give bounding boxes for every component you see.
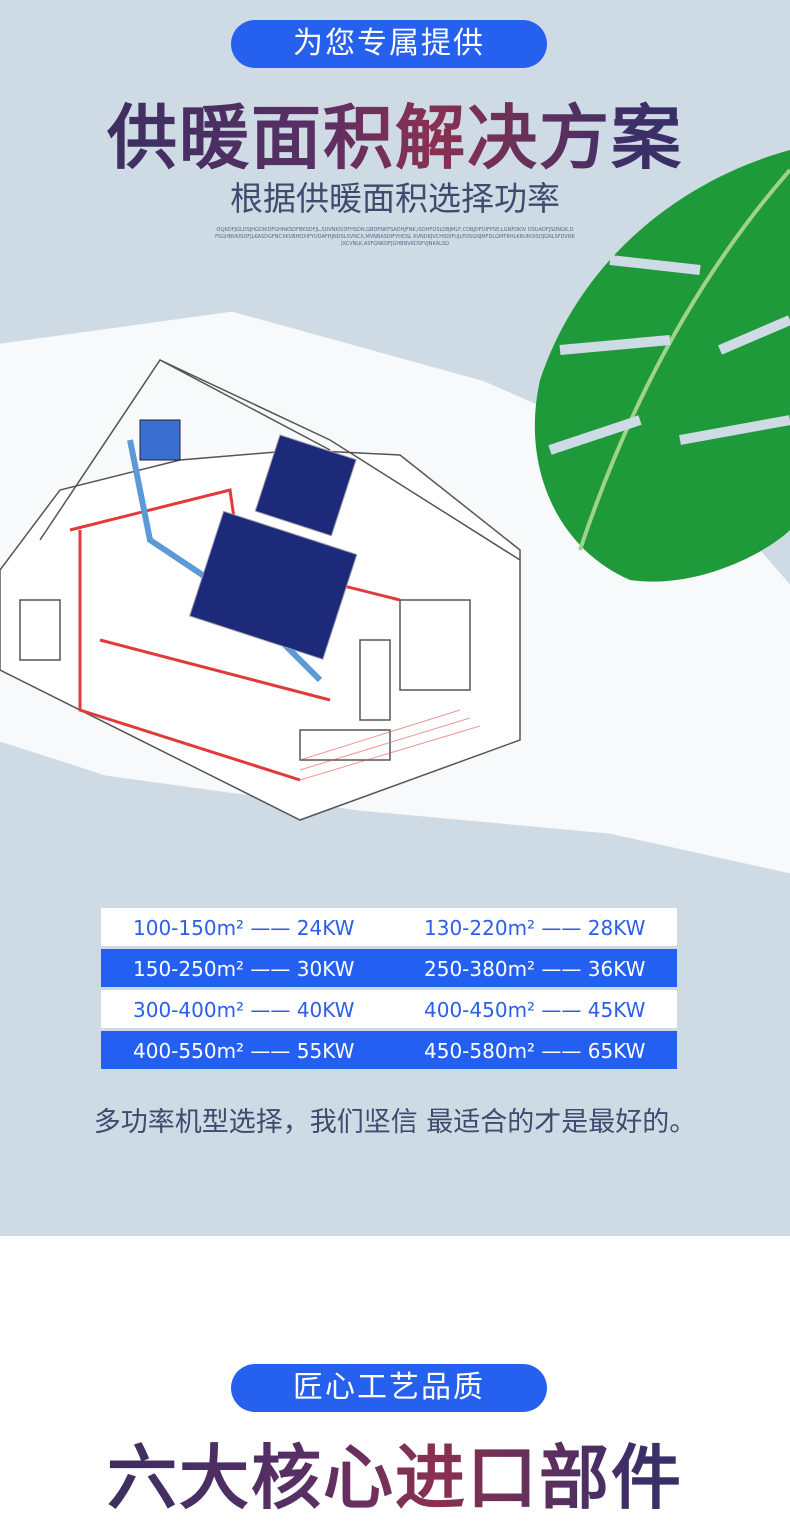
fine-print: OLJKDFJGLDSJHGOIKDFGHNKSDFBKSDFJL,SDVNKI… bbox=[215, 227, 575, 247]
section-title: 供暖面积解决方案 bbox=[0, 82, 790, 183]
solar-panel bbox=[189, 434, 358, 660]
table-cell: 300-400m² —— 40KW bbox=[133, 998, 355, 1022]
heating-area-section: 为您专属提供 供暖面积解决方案 根据供暖面积选择功率 OLJKDFJGLDSJH… bbox=[0, 0, 790, 1236]
section-note: 多功率机型选择，我们坚信 最适合的才是最好的。 bbox=[93, 1107, 697, 1138]
power-selection-table: 100-150m² —— 24KW 130-220m² —— 28KW 150-… bbox=[101, 908, 677, 1072]
house-heating-illustration bbox=[0, 359, 521, 821]
section2-badge: 匠心工艺品质 bbox=[231, 1364, 547, 1412]
table-cell: 400-450m² —— 45KW bbox=[424, 998, 646, 1022]
table-row: 100-150m² —— 24KW 130-220m² —— 28KW bbox=[101, 908, 677, 946]
table-cell: 130-220m² —— 28KW bbox=[424, 916, 646, 940]
section-badge: 为您专属提供 bbox=[231, 20, 547, 68]
monstera-leaf-image bbox=[534, 150, 790, 582]
section2-title: 六大核心进口部件 bbox=[0, 1422, 790, 1523]
table-cell: 100-150m² —— 24KW bbox=[133, 916, 355, 940]
table-row: 150-250m² —— 30KW 250-380m² —— 36KW bbox=[101, 949, 677, 987]
section-subtitle: 根据供暖面积选择功率 bbox=[230, 179, 560, 218]
table-cell: 250-380m² —— 36KW bbox=[424, 957, 646, 981]
table-cell: 150-250m² —— 30KW bbox=[133, 957, 355, 981]
table-cell: 400-550m² —— 55KW bbox=[133, 1039, 355, 1063]
table-row: 400-550m² —— 55KW 450-580m² —— 65KW bbox=[101, 1031, 677, 1069]
table-row: 300-400m² —— 40KW 400-450m² —— 45KW bbox=[101, 990, 677, 1028]
table-cell: 450-580m² —— 65KW bbox=[424, 1039, 646, 1063]
